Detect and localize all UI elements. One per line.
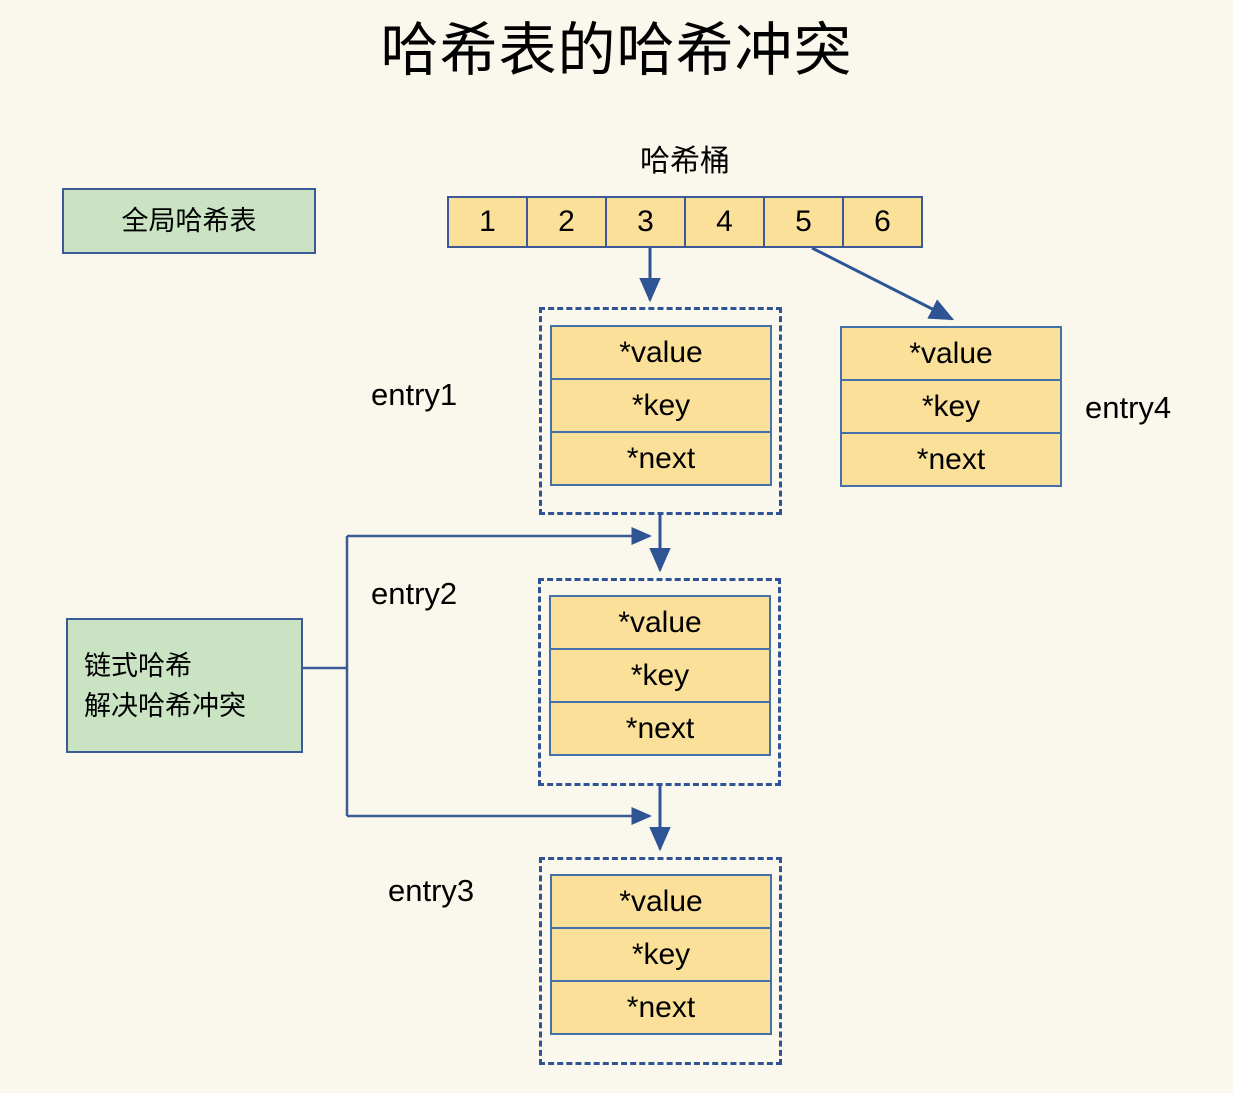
entry4-table: *value *key *next [840, 326, 1062, 487]
bucket-caption: 哈希桶 [640, 145, 730, 178]
bucket-cell-4[interactable]: 4 [684, 196, 765, 248]
entry2-row-next[interactable]: *next [549, 701, 771, 756]
entry3-label: entry3 [388, 873, 475, 908]
note-chaining-hash: 链式哈希 解决哈希冲突 [66, 618, 303, 753]
entry2-label: entry2 [371, 576, 458, 611]
entry1-table: *value *key *next [550, 325, 772, 486]
hash-bucket-strip: 1 2 3 4 5 6 [447, 196, 923, 248]
entry4-row-key[interactable]: *key [840, 379, 1062, 434]
note-chaining-hash-line1: 链式哈希 [84, 650, 192, 681]
entry1-row-value[interactable]: *value [550, 325, 772, 380]
entry1-row-key[interactable]: *key [550, 378, 772, 433]
bucket-cell-5[interactable]: 5 [763, 196, 844, 248]
entry2-row-key[interactable]: *key [549, 648, 771, 703]
entry3-row-next[interactable]: *next [550, 980, 772, 1035]
bucket-cell-1[interactable]: 1 [447, 196, 528, 248]
bucket-cell-3[interactable]: 3 [605, 196, 686, 248]
entry4-row-next[interactable]: *next [840, 432, 1062, 487]
entry2-row-value[interactable]: *value [549, 595, 771, 650]
entry1-row-next[interactable]: *next [550, 431, 772, 486]
page-title: 哈希表的哈希冲突 [380, 18, 853, 83]
entry3-row-value[interactable]: *value [550, 874, 772, 929]
entry3-dashed-boundary [539, 857, 782, 1065]
entry2-dashed-boundary [538, 578, 781, 786]
entry3-row-key[interactable]: *key [550, 927, 772, 982]
entry3-table: *value *key *next [550, 874, 772, 1035]
entry2-table: *value *key *next [549, 595, 771, 756]
connector-bucket5-to-entry4 [811, 246, 955, 321]
bucket-cell-2[interactable]: 2 [526, 196, 607, 248]
entry1-dashed-boundary [539, 307, 782, 515]
bucket-cell-6[interactable]: 6 [842, 196, 923, 248]
note-global-hash-table-label: 全局哈希表 [121, 206, 257, 236]
entry4-label: entry4 [1085, 390, 1172, 425]
entry1-label: entry1 [371, 377, 458, 412]
connector-chaining-note-stem [303, 536, 349, 816]
note-chaining-hash-line2: 解决哈希冲突 [84, 690, 246, 721]
entry4-row-value[interactable]: *value [840, 326, 1062, 381]
note-global-hash-table: 全局哈希表 [62, 188, 316, 254]
